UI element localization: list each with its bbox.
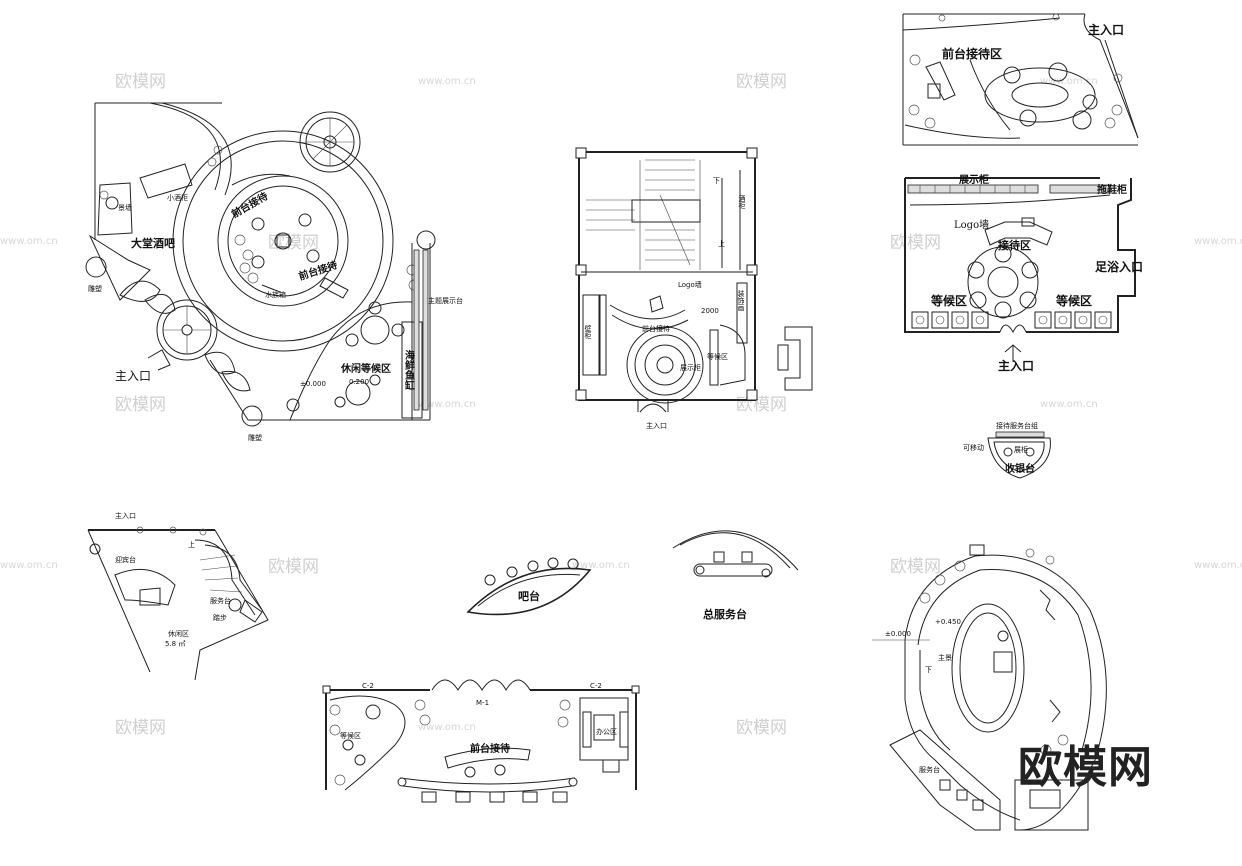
reception-label: 迎宾台 bbox=[115, 555, 136, 564]
main-entrance-label: 主入口 bbox=[998, 358, 1034, 373]
front-desk-label: 前台接待 bbox=[642, 324, 670, 333]
shoe-cabinet-label: 拖鞋柜 bbox=[1097, 183, 1127, 196]
watermark: 欧模网 bbox=[890, 557, 941, 577]
display-cabinet-label: 展示柜 bbox=[959, 173, 989, 186]
logo-wall-label: Logo墙 bbox=[678, 280, 702, 289]
foot-bath-entrance-label: 足浴入口 bbox=[1095, 259, 1143, 274]
service-counter-label: 总服务台 bbox=[703, 607, 747, 621]
plan-h-service-counter: 总服务台 bbox=[672, 530, 799, 621]
plan-f-small-lobby: 主入口 迎宾台 上 服务台 休闲区 踏步 5.8 ㎡ bbox=[87, 511, 269, 681]
waiting-right-label: 等候区 bbox=[1055, 293, 1092, 308]
waiting-label: 等候区 bbox=[340, 731, 361, 740]
display-label: 展示柜 bbox=[680, 363, 701, 372]
window-tag: C-2 bbox=[590, 682, 602, 690]
watermark-url: www.om.cn bbox=[418, 722, 476, 733]
watermark-url: www.om.cn bbox=[418, 76, 476, 87]
bar-label: 小酒柜 bbox=[167, 193, 188, 202]
watermark: 欧模网 bbox=[115, 395, 166, 415]
watermark: 欧模网 bbox=[736, 395, 787, 415]
note-label: 装饰画 bbox=[737, 289, 745, 312]
watermark: 欧模网 bbox=[268, 233, 319, 253]
watermark-url: www.om.cn bbox=[572, 560, 630, 571]
stage-label: 主题展示台 bbox=[428, 296, 463, 305]
counter-top-label: 接待服务台组 bbox=[996, 421, 1038, 430]
front-desk-label: 前台接待 bbox=[229, 189, 270, 220]
reception-label: 前台接待 bbox=[470, 742, 510, 755]
front-desk-label: 前台接待 bbox=[297, 258, 339, 283]
up-label: 上 bbox=[718, 239, 725, 248]
display-case-label: 展柜 bbox=[1014, 445, 1028, 454]
watermark: 欧模网 bbox=[115, 718, 166, 738]
up-label: 上 bbox=[188, 540, 195, 549]
plan-j-ring-hall: ±0.000 +0.450 下 主景 服务台 bbox=[872, 544, 1107, 831]
rest-waiting-label: 休闲等候区 bbox=[340, 362, 391, 375]
watermark-group: 欧模网 www.om.cn 欧模网 www.om.cn www.om.cn 欧模… bbox=[0, 72, 1242, 738]
dimension-label: 2000 bbox=[701, 307, 719, 315]
main-feature-label: 主景 bbox=[938, 653, 952, 662]
watermark: 欧模网 bbox=[736, 718, 787, 738]
level-label: ±0.000 bbox=[885, 630, 911, 638]
plan-d-foot-bath: 展示柜 Logo墙 拖鞋柜 接待区 等候区 等候区 足浴入口 主入口 bbox=[904, 173, 1143, 373]
watermark: 欧模网 bbox=[268, 557, 319, 577]
watermark: 欧模网 bbox=[890, 233, 941, 253]
down-label: 下 bbox=[925, 666, 932, 674]
plan-i-office-reception: C-2 C-2 M-1 等候区 前台接待 办公区 bbox=[322, 679, 640, 803]
note-label: 壁柜 bbox=[584, 324, 592, 340]
watermark-url: www.om.cn bbox=[1194, 236, 1242, 247]
plan-c-reception: 前台接待区 主入口 bbox=[902, 13, 1139, 146]
door-tag: M-1 bbox=[476, 699, 489, 707]
cashier-label: 收银台 bbox=[1005, 462, 1035, 475]
plan-e-cashier: 接待服务台组 可移动 展柜 收银台 bbox=[963, 421, 1051, 479]
note-label: 服务台 bbox=[210, 596, 231, 605]
watermark-url: www.om.cn bbox=[0, 560, 58, 571]
waiting-left-label: 等候区 bbox=[930, 293, 967, 308]
level-label: 0.200 bbox=[349, 378, 369, 386]
waiting-label: 等候区 bbox=[707, 352, 728, 361]
plan-a-lobby: 主入口 大堂酒吧 前台接待 前台接待 休闲等候区 海鲜鱼缸 雕塑 雕塑 小酒柜 … bbox=[85, 102, 463, 442]
reception-label: 接待区 bbox=[998, 238, 1031, 252]
plan-b-stair-lobby: 下 上 Logo墙 前台接待 等候区 展示柜 主入口 壁柜 酒柜 装饰画 200… bbox=[575, 147, 813, 430]
note-label: 休闲区 bbox=[168, 629, 189, 638]
movable-label: 可移动 bbox=[963, 443, 984, 452]
entrance-label: 主入口 bbox=[646, 421, 667, 430]
watermark-url: www.om.cn bbox=[0, 236, 58, 247]
watermark-url: www.om.cn bbox=[1194, 560, 1242, 571]
watermark-url: www.om.cn bbox=[1040, 399, 1098, 410]
main-entrance-label: 主入口 bbox=[1088, 22, 1124, 37]
counter-label: 服务台 bbox=[919, 765, 940, 774]
front-desk-area-label: 前台接待区 bbox=[942, 46, 1002, 61]
down-label: 下 bbox=[713, 177, 720, 185]
office-label: 办公区 bbox=[596, 727, 617, 736]
sculpture-label: 雕塑 bbox=[248, 433, 262, 442]
brand-logo: 欧模网 bbox=[1018, 742, 1153, 793]
watermark-url: www.om.cn bbox=[1040, 76, 1098, 87]
area-label: 5.8 ㎡ bbox=[165, 640, 185, 648]
watermark-url: www.om.cn bbox=[418, 399, 476, 410]
level-label: +0.450 bbox=[935, 618, 961, 626]
note-label: 酒柜 bbox=[738, 195, 746, 210]
logo-wall-label: Logo墙 bbox=[954, 218, 989, 231]
sculpture-label: 雕塑 bbox=[88, 284, 102, 293]
main-entrance-label: 主入口 bbox=[115, 369, 151, 383]
display-label: 水族箱 bbox=[265, 290, 286, 299]
landscape-label: 景墙 bbox=[118, 203, 132, 212]
watermark: 欧模网 bbox=[736, 72, 787, 92]
aquarium-label: 海鲜鱼缸 bbox=[403, 349, 416, 390]
plan-g-bar-counter: 吧台 bbox=[466, 557, 592, 616]
lobby-bar-label: 大堂酒吧 bbox=[131, 236, 175, 250]
note-label: 踏步 bbox=[213, 613, 227, 622]
main-entrance-label: 主入口 bbox=[115, 511, 136, 520]
watermark: 欧模网 bbox=[115, 72, 166, 92]
bar-label: 吧台 bbox=[518, 589, 540, 603]
window-tag: C-2 bbox=[362, 682, 374, 690]
level-label: ±0.000 bbox=[300, 380, 326, 388]
